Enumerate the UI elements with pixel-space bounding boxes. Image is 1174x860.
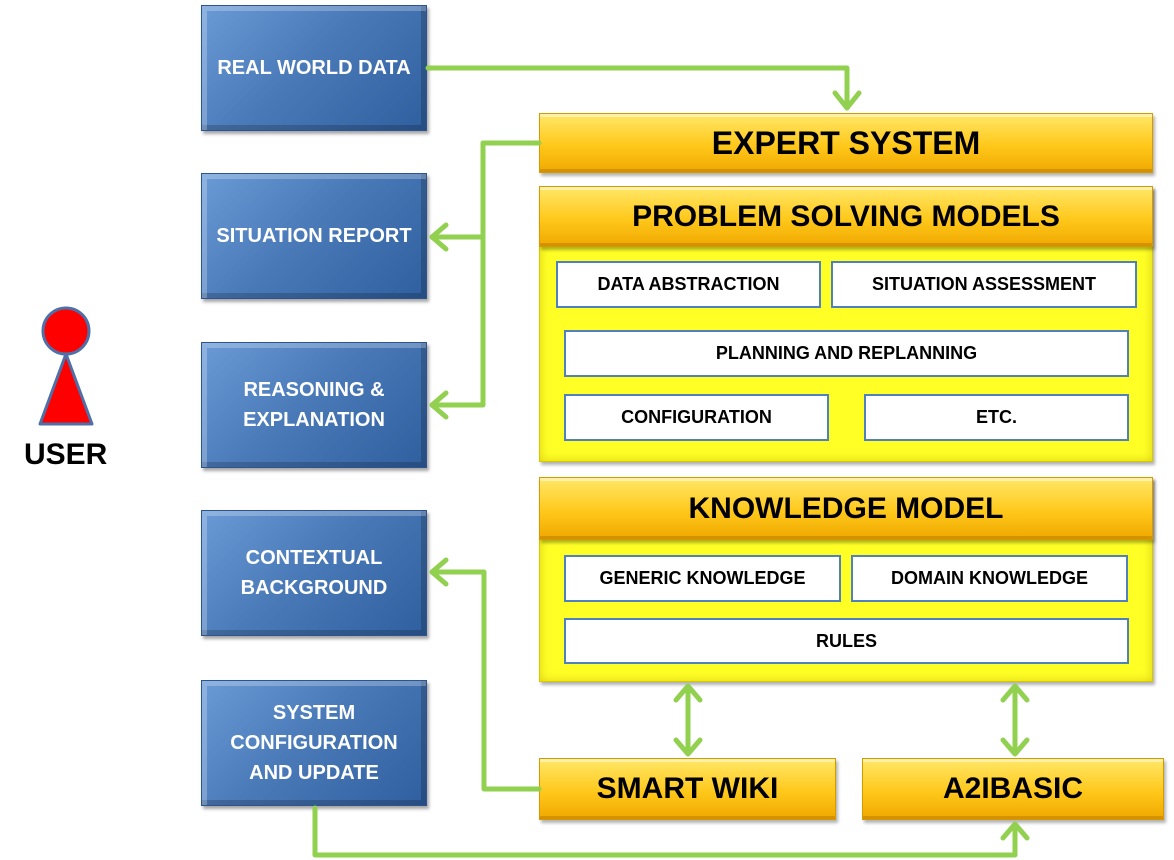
expert-system-output-connector bbox=[429, 140, 542, 408]
user-figure bbox=[34, 306, 98, 430]
situation-assessment-box: SITUATION ASSESSMENT bbox=[831, 261, 1137, 308]
smart-wiki-connector bbox=[429, 569, 542, 792]
planning-replanning-box: PLANNING AND REPLANNING bbox=[564, 330, 1129, 377]
data-abstraction-box: DATA ABSTRACTION bbox=[556, 261, 821, 308]
arrowhead-down-icon bbox=[1000, 737, 1030, 757]
system-configuration-box: SYSTEM CONFIGURATION AND UPDATE bbox=[201, 680, 427, 806]
real-world-data-connector bbox=[425, 65, 850, 111]
rules-box: RULES bbox=[564, 618, 1129, 664]
arrowhead-left-icon bbox=[429, 390, 449, 420]
contextual-background-box: CONTEXTUAL BACKGROUND bbox=[201, 510, 427, 636]
real-world-data-box: REAL WORLD DATA bbox=[201, 5, 427, 131]
user-icon bbox=[38, 306, 94, 426]
system-configuration-connector bbox=[312, 805, 1018, 858]
domain-knowledge-box: DOMAIN KNOWLEDGE bbox=[851, 555, 1128, 602]
arrowhead-left-icon bbox=[429, 557, 449, 587]
arrowhead-up-icon bbox=[1000, 821, 1030, 841]
expert-system-bar: EXPERT SYSTEM bbox=[539, 113, 1153, 173]
etc-box: ETC. bbox=[864, 394, 1129, 441]
reasoning-explanation-box: REASONING & EXPLANATION bbox=[201, 342, 427, 468]
arrowhead-down-icon bbox=[832, 90, 862, 111]
situation-report-box: SITUATION REPORT bbox=[201, 173, 427, 299]
arrowhead-down-icon bbox=[673, 737, 703, 757]
user-label: USER bbox=[24, 438, 108, 471]
problem-solving-title: PROBLEM SOLVING MODELS bbox=[539, 186, 1153, 247]
smart-wiki-bar: SMART WIKI bbox=[539, 758, 836, 820]
arrowhead-left-icon bbox=[429, 222, 449, 252]
a2ibasic-bar: A2IBASIC bbox=[862, 758, 1164, 820]
arrowhead-up-icon bbox=[1000, 683, 1030, 703]
arrowhead-up-icon bbox=[673, 683, 703, 703]
configuration-box: CONFIGURATION bbox=[564, 394, 829, 441]
knowledge-model-title: KNOWLEDGE MODEL bbox=[539, 477, 1153, 540]
generic-knowledge-box: GENERIC KNOWLEDGE bbox=[564, 555, 841, 602]
